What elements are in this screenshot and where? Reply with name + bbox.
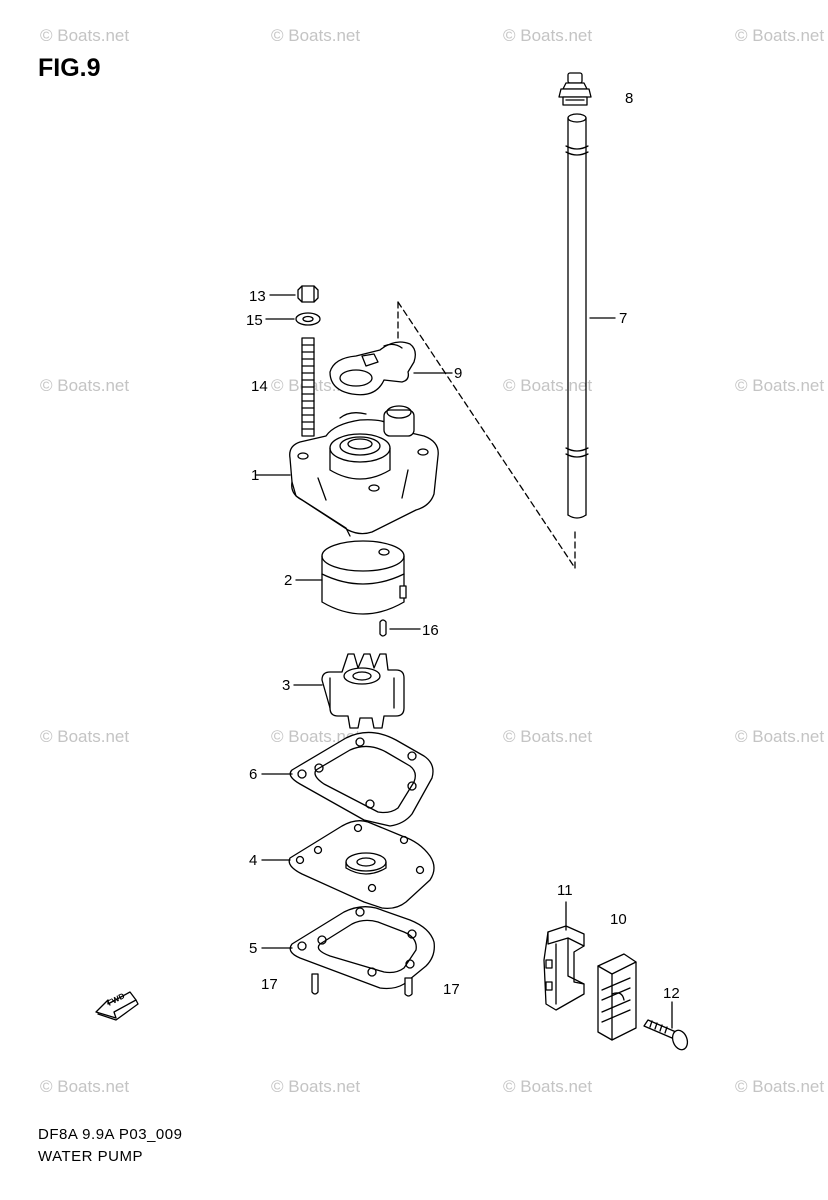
watermark: © Boats.net	[503, 1077, 593, 1096]
section-name: WATER PUMP	[38, 1148, 143, 1165]
part-1-pump-case	[255, 405, 439, 537]
part-12-screw	[643, 1001, 689, 1051]
watermark: © Boats.net	[503, 376, 593, 395]
callout-2: 2	[284, 572, 293, 589]
watermark: © Boats.net	[735, 727, 825, 746]
part-2-pump-liner	[295, 540, 407, 615]
watermark: © Boats.net	[271, 1077, 361, 1096]
forward-arrow-icon	[95, 991, 139, 1021]
part-3-impeller	[293, 653, 405, 729]
callout-8: 8	[625, 90, 634, 107]
watermark: © Boats.net	[503, 727, 593, 746]
callout-16: 16	[422, 622, 439, 639]
callout-4: 4	[249, 852, 258, 869]
drawing-code: DF8A 9.9A P03_009	[38, 1126, 183, 1143]
watermark: © Boats.net	[40, 376, 130, 395]
part-9-guide	[329, 341, 453, 396]
part-5-gasket	[261, 906, 435, 990]
part-15-washer	[265, 312, 321, 326]
callout-15: 15	[246, 312, 263, 329]
part-17-pins	[311, 973, 413, 997]
watermark: © Boats.net	[271, 727, 361, 746]
part-7-water-tube	[565, 113, 616, 519]
part-6-gasket	[261, 731, 434, 827]
part-4-plate	[261, 820, 435, 910]
watermark: © Boats.net	[503, 26, 593, 45]
part-10-clamp	[597, 953, 637, 1041]
figure-title: FIG.9	[38, 54, 101, 82]
callout-17: 17	[261, 976, 278, 993]
alignment-guide-lines	[397, 301, 576, 569]
callout-6: 6	[249, 766, 258, 783]
watermark: © Boats.net	[271, 26, 361, 45]
part-8-grommet	[558, 72, 592, 106]
callout-9: 9	[454, 365, 463, 382]
part-16-key	[379, 619, 421, 637]
callout-12: 12	[663, 985, 680, 1002]
watermark: © Boats.net	[40, 26, 130, 45]
watermark: © Boats.net	[40, 727, 130, 746]
callout-11: 11	[557, 882, 573, 899]
callout-5: 5	[249, 940, 258, 957]
callout-13: 13	[249, 288, 266, 305]
watermark: © Boats.net	[735, 1077, 825, 1096]
callout-1: 1	[251, 467, 260, 484]
callout-7: 7	[619, 310, 628, 327]
watermark: © Boats.net	[735, 376, 825, 395]
part-14-stud-bolt	[301, 337, 315, 437]
watermark: © Boats.net	[735, 26, 825, 45]
callout-10: 10	[610, 911, 627, 928]
part-13-nut	[269, 285, 319, 303]
callout-14: 14	[251, 378, 268, 395]
callout-3: 3	[282, 677, 291, 694]
part-11-bracket	[543, 901, 585, 1011]
callout-17: 17	[443, 981, 460, 998]
watermark: © Boats.net	[40, 1077, 130, 1096]
